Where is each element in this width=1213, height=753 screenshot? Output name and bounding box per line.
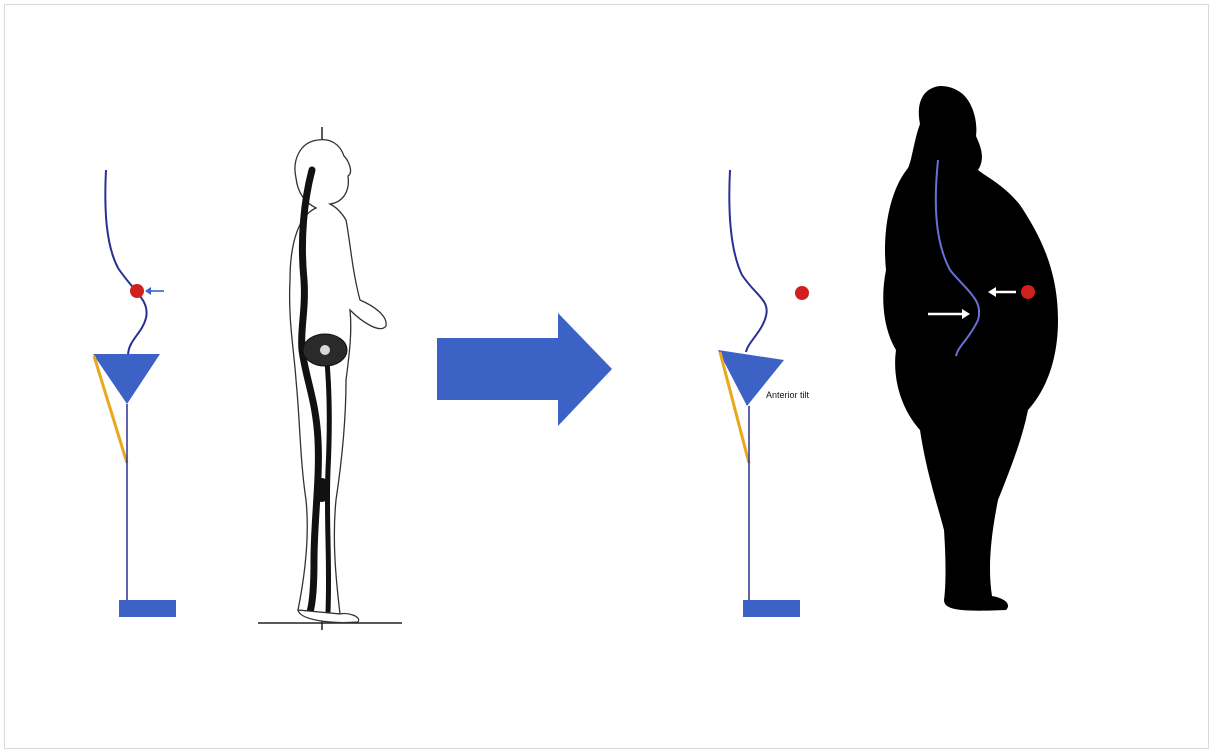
tilted-foot-block <box>743 600 800 617</box>
tilted-gravity-dot <box>795 286 809 300</box>
obese-gravity-dot <box>1021 285 1035 299</box>
transition-arrow-icon <box>437 313 612 426</box>
normal-posture-schematic <box>93 170 176 617</box>
anterior-tilt-label: Anterior tilt <box>766 390 810 400</box>
normal-gravity-dot <box>130 284 144 298</box>
normal-spine-curve <box>105 170 146 356</box>
knee-joint <box>314 478 330 502</box>
normal-human-figure <box>258 127 402 630</box>
obese-figure <box>883 86 1058 611</box>
hip-joint <box>320 345 330 355</box>
obese-silhouette <box>883 86 1058 611</box>
tilted-posture-schematic: Anterior tilt <box>718 170 810 617</box>
tilted-spine-curve <box>729 170 766 352</box>
normal-pelvis-triangle <box>93 354 160 404</box>
normal-foot-block <box>119 600 176 617</box>
normal-gravity-arrow-icon <box>145 287 164 295</box>
